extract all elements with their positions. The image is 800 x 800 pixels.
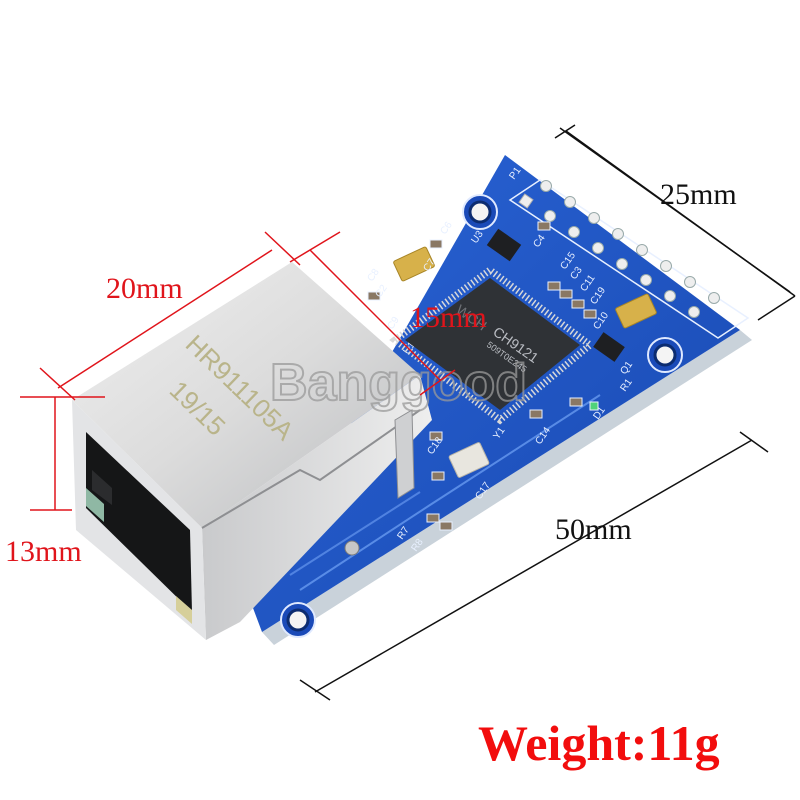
dimension-25mm xyxy=(554,124,796,321)
label-50mm: 50mm xyxy=(555,513,632,546)
dimension-15mm xyxy=(289,231,456,396)
silk-c8: C8 xyxy=(365,267,382,284)
label-20mm: 20mm xyxy=(106,272,183,305)
crystal-y1 xyxy=(448,442,490,478)
silk-c9: C9 xyxy=(385,315,402,332)
rj45-jack: HR911105A 19/15 xyxy=(72,262,432,640)
watermark: Banggood xyxy=(270,354,527,412)
dimension-50mm xyxy=(299,431,769,701)
q1-transistor xyxy=(593,332,625,362)
mounting-holes xyxy=(280,194,683,638)
label-25mm: 25mm xyxy=(660,178,737,211)
tantalum-capacitors xyxy=(393,246,657,329)
dimension-13mm xyxy=(20,396,105,511)
silk-c6: C6 xyxy=(438,220,455,237)
ch9121-chip: CH9121 509T0E245 WCH xyxy=(389,265,596,425)
weight-label: Weight:11g xyxy=(478,715,720,771)
label-13mm: 13mm xyxy=(5,535,82,568)
smd-components xyxy=(367,221,599,531)
label-15mm: 15mm xyxy=(410,301,487,334)
